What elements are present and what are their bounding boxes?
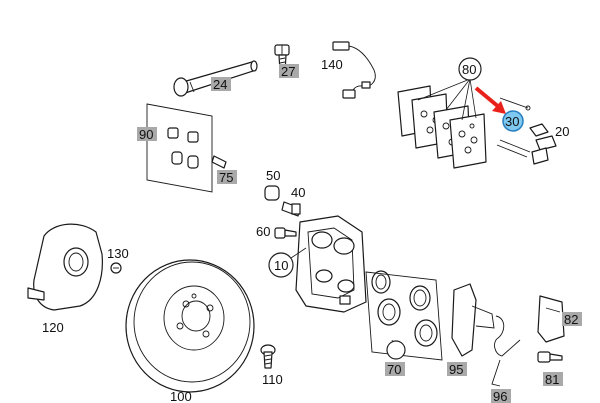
bolt-60[interactable] [274, 227, 297, 239]
callout-box-75 [217, 170, 237, 184]
callout-box-81 [543, 372, 563, 386]
bolt-110[interactable] [260, 344, 276, 369]
callout-100[interactable]: 100 [170, 389, 192, 403]
callout-24[interactable]: 24 [213, 77, 227, 92]
spring-96[interactable] [491, 315, 521, 387]
pad-holder-95[interactable] [451, 283, 495, 357]
callout-30[interactable]: 30 [505, 114, 519, 129]
callout-90[interactable]: 90 [139, 127, 153, 142]
callout-box-96 [491, 389, 511, 403]
dust-cap-50[interactable] [264, 185, 280, 201]
callout-81[interactable]: 81 [545, 372, 559, 387]
seal-rings-70[interactable] [365, 270, 443, 361]
spring-clips-20[interactable] [529, 123, 557, 165]
callout-box-27 [279, 64, 299, 78]
seal-kit-90[interactable] [146, 103, 227, 193]
highlight-arrow [474, 86, 506, 114]
callout-20[interactable]: 20 [555, 124, 569, 139]
callout-40[interactable]: 40 [291, 185, 305, 200]
bolt-81[interactable] [537, 351, 563, 363]
callout-82[interactable]: 82 [564, 312, 578, 327]
callout-50[interactable]: 50 [266, 168, 280, 183]
brake-caliper-10[interactable] [295, 215, 367, 313]
callout-circle-70 [386, 340, 406, 360]
brake-disc-100[interactable] [125, 259, 255, 393]
callout-95[interactable]: 95 [449, 362, 463, 377]
highlight-circle-30 [502, 110, 524, 132]
callout-75[interactable]: 75 [219, 170, 233, 185]
callout-96[interactable]: 96 [493, 389, 507, 403]
screw-130[interactable] [110, 262, 122, 274]
callout-box-90 [137, 127, 157, 141]
brake-pad-set-80[interactable] [397, 85, 487, 169]
callout-110[interactable]: 110 [262, 372, 283, 387]
callout-120[interactable]: 120 [42, 320, 64, 335]
callout-80[interactable]: 80 [462, 62, 476, 77]
callout-box-82 [562, 312, 582, 326]
callout-circle-10 [268, 252, 294, 278]
callout-box-24 [211, 77, 231, 91]
retaining-pins-30[interactable] [496, 97, 531, 158]
wear-sensor-140[interactable] [332, 41, 376, 99]
callout-60[interactable]: 60 [256, 224, 270, 239]
callout-10[interactable]: 10 [274, 258, 288, 273]
callout-circle-80 [458, 57, 482, 81]
callout-box-70 [385, 362, 405, 376]
callout-70[interactable]: 70 [387, 362, 401, 377]
callout-box-95 [447, 362, 467, 376]
dust-shield-120[interactable] [27, 223, 103, 311]
brake-pad-82[interactable] [537, 295, 565, 343]
callout-140[interactable]: 140 [321, 57, 343, 72]
callout-130[interactable]: 130 [107, 246, 129, 261]
bleeder-screw-40[interactable] [281, 201, 301, 217]
callout-27[interactable]: 27 [281, 64, 295, 79]
